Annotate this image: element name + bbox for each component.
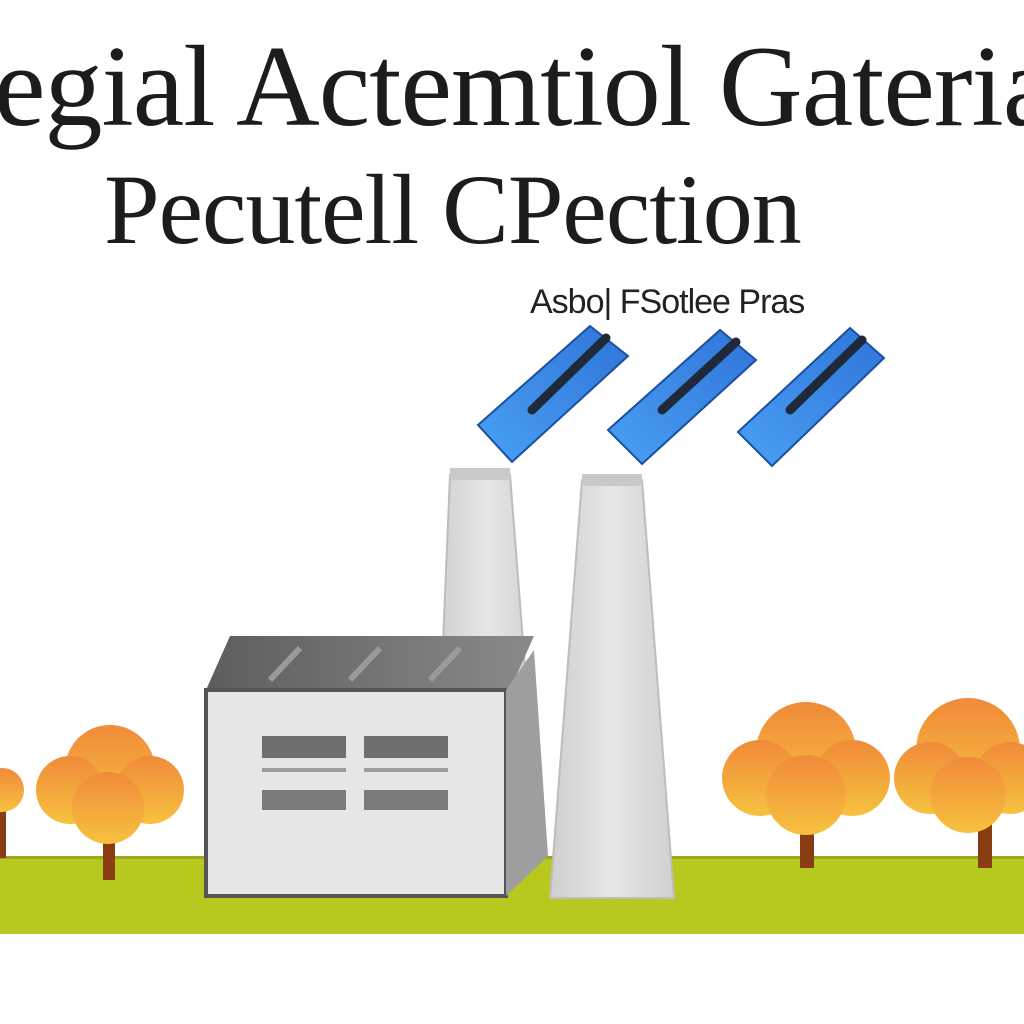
solar-panel-icon: [476, 324, 630, 464]
tree-icon: [36, 725, 184, 880]
headline-line-2: Pecutell CPection: [104, 154, 802, 265]
panel-caption: Asbo| FSotlee Pras: [530, 283, 805, 321]
tree-icon: [894, 698, 1024, 868]
factory-icon: [204, 636, 548, 898]
headline: egial Actemtiol Gateriai Pecutell CPecti…: [0, 0, 1024, 270]
tree-icon: [722, 702, 890, 868]
solar-panel-icon: [606, 328, 758, 466]
headline-line-1: egial Actemtiol Gateriai: [0, 23, 1024, 151]
tree-icon: [0, 768, 24, 858]
chimney-icon: [548, 474, 676, 899]
solar-panel-icon: [736, 326, 886, 468]
